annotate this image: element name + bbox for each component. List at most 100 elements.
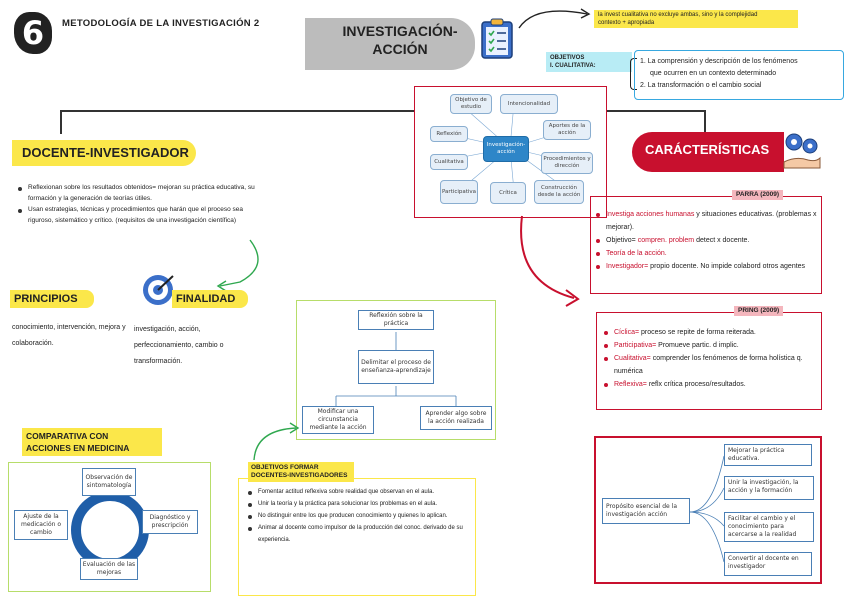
objetivos-item-2: 2. La transformación o el cambio social	[640, 82, 762, 89]
pring-item-key: Cualitativa=	[614, 355, 651, 362]
pring-item-text: Promueve partic. d implic.	[656, 342, 739, 349]
parra-item-text: propio docente. No impide colabord otros…	[648, 263, 806, 270]
top-note-line1: la invest cualitativa no excluye ambas, …	[598, 12, 758, 18]
objetivos-items: 1. La comprensión y descripción de los f…	[640, 56, 840, 92]
proposito-root: Propósito esencial de la investigación a…	[602, 498, 690, 524]
parra-item: Teoría de la acción.	[596, 247, 818, 260]
pring-item: Participativa= Promueve partic. d implic…	[604, 339, 816, 352]
clipboard-checklist-icon	[481, 18, 513, 59]
objetivos-brace	[630, 58, 637, 90]
finalidad-text: investigación, acción, perfeccionamiento…	[134, 326, 224, 365]
parra-item-text: detect x docente.	[694, 237, 750, 244]
parra-items: Investiga acciones humanas y situaciones…	[596, 208, 818, 273]
parra-item: Objetivo= compren. problem detect x doce…	[596, 234, 818, 247]
proposito-leaf: Unir la investigación, la acción y la fo…	[724, 476, 814, 500]
green-arrow-objetivos	[253, 422, 300, 461]
parra-item-key: Investiga acciones humanas	[606, 211, 695, 218]
pring-item-key: Participativa=	[614, 342, 657, 349]
main-title: INVESTIGACIÓN- ACCIÓN	[330, 22, 470, 58]
pring-item-text: reflx crítica proceso/resultados.	[646, 381, 746, 388]
docente-bullets: Reflexionan sobre los resultados obtenid…	[18, 182, 268, 226]
pring-item-key: Cíclica=	[614, 329, 640, 336]
main-title-line1: INVESTIGACIÓN-	[342, 23, 458, 39]
docente-banner	[12, 140, 196, 166]
objetivos-item-1b: que ocurren en un contexto determinado	[650, 70, 777, 77]
objetivos-formar-bullet: Fomentar actitud reflexiva sobre realida…	[248, 486, 470, 498]
objetivos-formar-line1: OBJETIVOS FORMAR	[251, 464, 319, 471]
comparativa-frame	[8, 462, 211, 592]
green-curve-arrow	[216, 239, 259, 292]
objetivos-label-line2: I. CUALITATIVA:	[550, 63, 596, 69]
docente-title: DOCENTE-INVESTIGADOR	[22, 145, 189, 160]
pring-item: Cualitativa= comprender los fenómenos de…	[604, 352, 816, 378]
diagram-node: Cualitativa	[430, 154, 468, 170]
title-banner	[305, 18, 475, 70]
pring-frame	[596, 312, 822, 410]
objetivos-formar-line2: DOCENTES-INVESTIGADORES	[251, 472, 348, 479]
parra-frame	[590, 196, 822, 294]
docente-bullet: Usan estrategias, técnicas y procedimien…	[18, 204, 268, 226]
flow-node: Modificar una circunstancia mediante la …	[302, 406, 374, 434]
objetivos-box	[634, 50, 844, 100]
principios-title: PRINCIPIOS	[10, 290, 94, 308]
diagram-node: Aportes de la acción	[543, 120, 591, 140]
reflexion-frame	[296, 300, 496, 440]
pring-label: PRING (2009)	[734, 306, 784, 316]
comparativa-title: COMPARATIVA CON ACCIONES EN MEDICINA	[22, 428, 162, 456]
proposito-leaf: Facilitar el cambio y el conocimiento pa…	[724, 512, 814, 542]
flow-node: Aprender algo sobre la acción realizada	[420, 406, 492, 430]
pring-item: Cíclica= proceso se repite de forma reit…	[604, 326, 816, 339]
principios-text: conocimiento, intervención, mejora y col…	[12, 324, 126, 347]
flow-node: Delimitar el proceso de enseñanza-aprend…	[358, 350, 434, 384]
objetivos-formar-title: OBJETIVOS FORMAR DOCENTES-INVESTIGADORES	[248, 462, 354, 482]
cycle-node: Ajuste de la medicación o cambio	[14, 510, 68, 540]
proposito-links	[689, 455, 725, 563]
proposito-leaf: Mejorar la práctica educativa.	[724, 444, 812, 466]
pring-item: Reflexiva= reflx crítica proceso/resulta…	[604, 378, 816, 391]
cycle-node: Observación de sintomatología	[82, 468, 136, 496]
comparativa-title-line1: COMPARATIVA CON	[26, 431, 109, 441]
objetivos-formar-bullets: Fomentar actitud reflexiva sobre realida…	[248, 486, 470, 546]
connector-right	[605, 110, 705, 112]
parra-item-text: y situaciones educativas. (problemas x m…	[606, 211, 817, 231]
caracteristicas-title: CARÁCTERÍSTICAS	[645, 142, 770, 157]
gears-hand-icon	[783, 133, 821, 169]
section-number: 6	[14, 12, 52, 54]
parra-item-key: Investigador=	[606, 263, 649, 270]
pring-item-key: Reflexiva=	[614, 381, 647, 388]
cycle-node: Evaluación de las mejoras	[80, 558, 138, 580]
curve-arrow-note	[518, 8, 591, 29]
red-curve-arrow	[520, 215, 580, 307]
reflexion-links	[335, 332, 457, 406]
docente-bullet: Reflexionan sobre los resultados obtenid…	[18, 182, 268, 204]
diagram-node: Construcción desde la acción	[534, 180, 584, 204]
objetivos-label: OBJETIVOS I. CUALITATIVA:	[546, 52, 632, 72]
caracteristicas-banner	[632, 132, 784, 172]
top-note-line2: contexto + apropiada	[598, 20, 655, 26]
objetivos-item-1: 1. La comprensión y descripción de los f…	[640, 58, 798, 65]
connector-left-down	[60, 110, 62, 134]
objetivos-formar-frame	[238, 478, 476, 596]
diagram-node: Procedimientos y dirección	[541, 152, 593, 174]
parra-item: Investigador= propio docente. No impide …	[596, 260, 818, 273]
parra-item: Investiga acciones humanas y situaciones…	[596, 208, 818, 234]
objetivos-label-line1: OBJETIVOS	[550, 55, 585, 61]
comparativa-title-line2: ACCIONES EN MEDICINA	[26, 443, 130, 453]
parra-item-key: compren. problem	[637, 237, 695, 244]
header-title: METODOLOGÍA DE LA INVESTIGACIÓN 2	[62, 18, 260, 29]
diagram-node: Objetivo de estudio	[450, 94, 492, 114]
finalidad-title: FINALIDAD	[172, 290, 248, 308]
main-title-line2: ACCIÓN	[372, 41, 428, 57]
top-note: la invest cualitativa no excluye ambas, …	[594, 10, 798, 28]
diagram-node: Participativa	[440, 180, 478, 204]
objetivos-formar-bullet: Unir la teoría y la práctica para soluci…	[248, 498, 470, 510]
proposito-frame	[594, 436, 822, 584]
parra-item-text: Objetivo=	[606, 237, 638, 244]
pring-item-text: proceso se repite de forma reiterada.	[639, 329, 756, 336]
diagram-node: Crítica	[490, 182, 526, 204]
connector-right-down	[704, 110, 706, 132]
diagram-center-node: Investigación-acción	[483, 136, 529, 162]
parra-item-key: Teoría de la acción.	[606, 250, 667, 257]
diagram-node: Reflexión	[430, 126, 468, 142]
pring-item-text: comprender los fenómenos de forma holíst…	[614, 355, 803, 375]
